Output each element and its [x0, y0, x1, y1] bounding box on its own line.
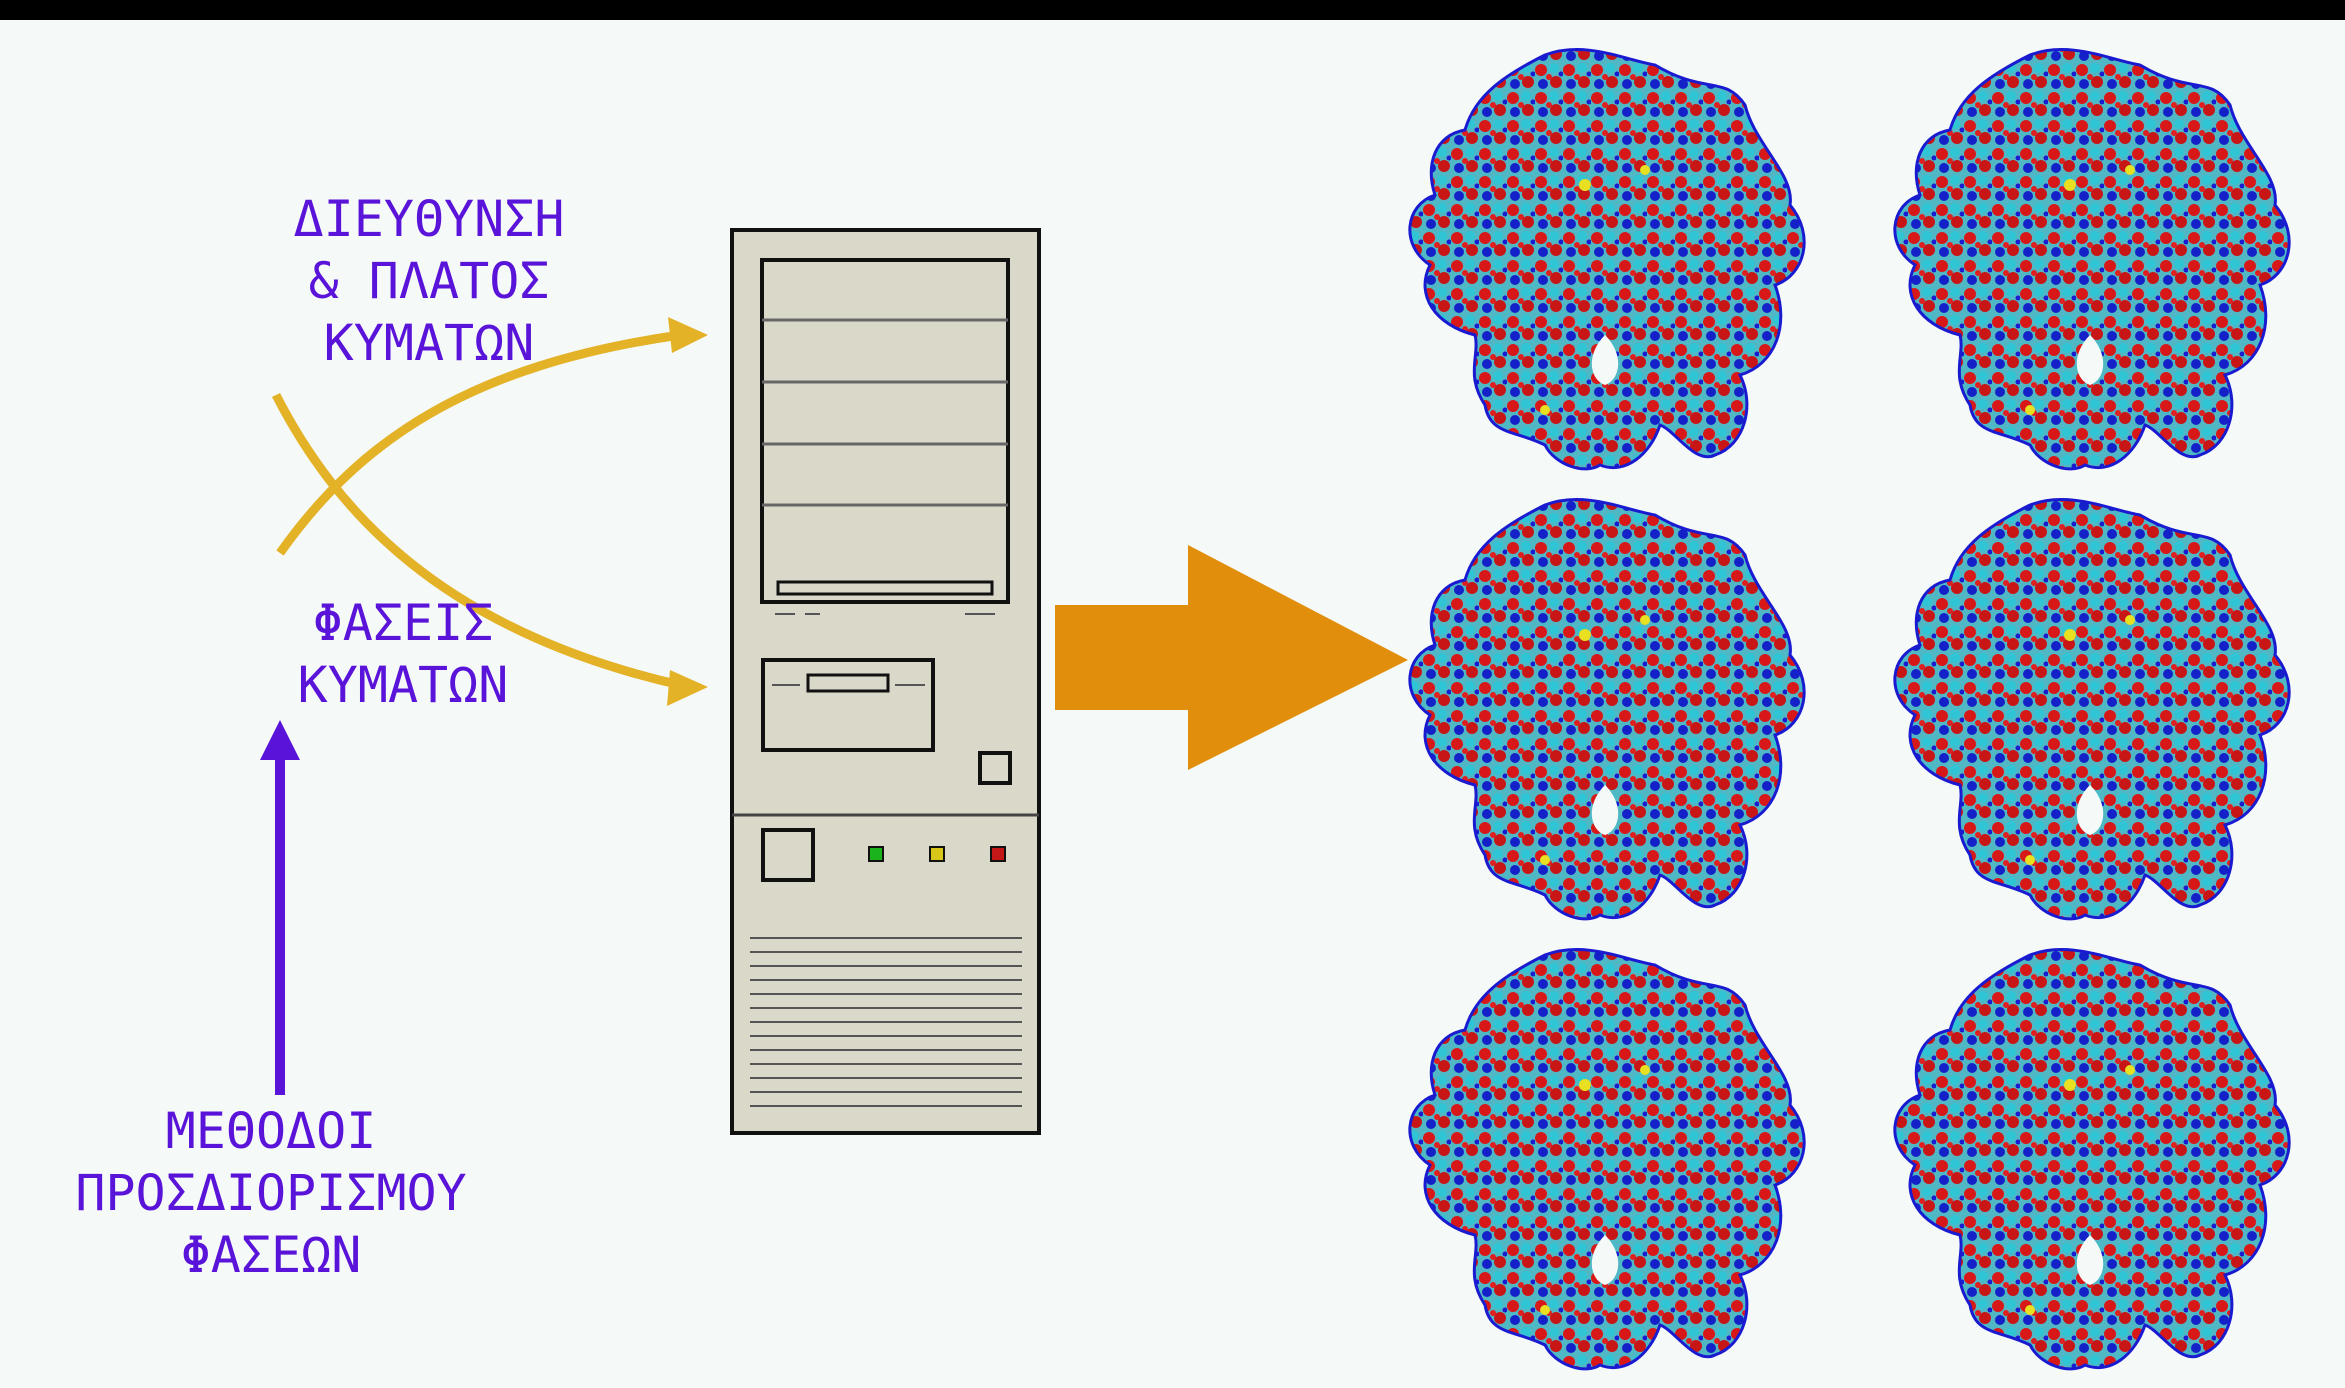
- protein-molecule-icon: [1408, 498, 1806, 921]
- output-arrow: [1055, 545, 1408, 770]
- protein-molecule-icon: [1408, 48, 1806, 471]
- diagram-canvas: ΔΙΕΥΘΥΝΣΗ & ΠΛΑΤΟΣ ΚΥΜΑΤΩΝ ΦΑΣΕΙΣ ΚΥΜΑΤΩ…: [0, 20, 2345, 1388]
- protein-molecule-icon: [1893, 948, 2291, 1371]
- label-phases: ΦΑΣΕΙΣ ΚΥΜΑΤΩΝ: [297, 594, 509, 714]
- protein-molecule-icon: [1893, 498, 2291, 921]
- protein-molecule-icon: [1893, 48, 2291, 471]
- crossed-arrows: [271, 317, 708, 706]
- desktop-computer-icon: [730, 228, 1041, 1135]
- label-amplitude: ΔΙΕΥΘΥΝΣΗ & ΠΛΑΤΟΣ ΚΥΜΑΤΩΝ: [293, 190, 565, 372]
- protein-grid: [1408, 48, 2291, 1371]
- diagram-graphics: [260, 48, 2291, 1371]
- label-methods: ΜΕΘΟΔΟΙ ΠΡΟΣΔΙΟΡΙΣΜΟΥ ΦΑΣΕΩΝ: [75, 1102, 467, 1284]
- protein-molecule-icon: [1408, 948, 1806, 1371]
- methods-arrow: [260, 720, 300, 1095]
